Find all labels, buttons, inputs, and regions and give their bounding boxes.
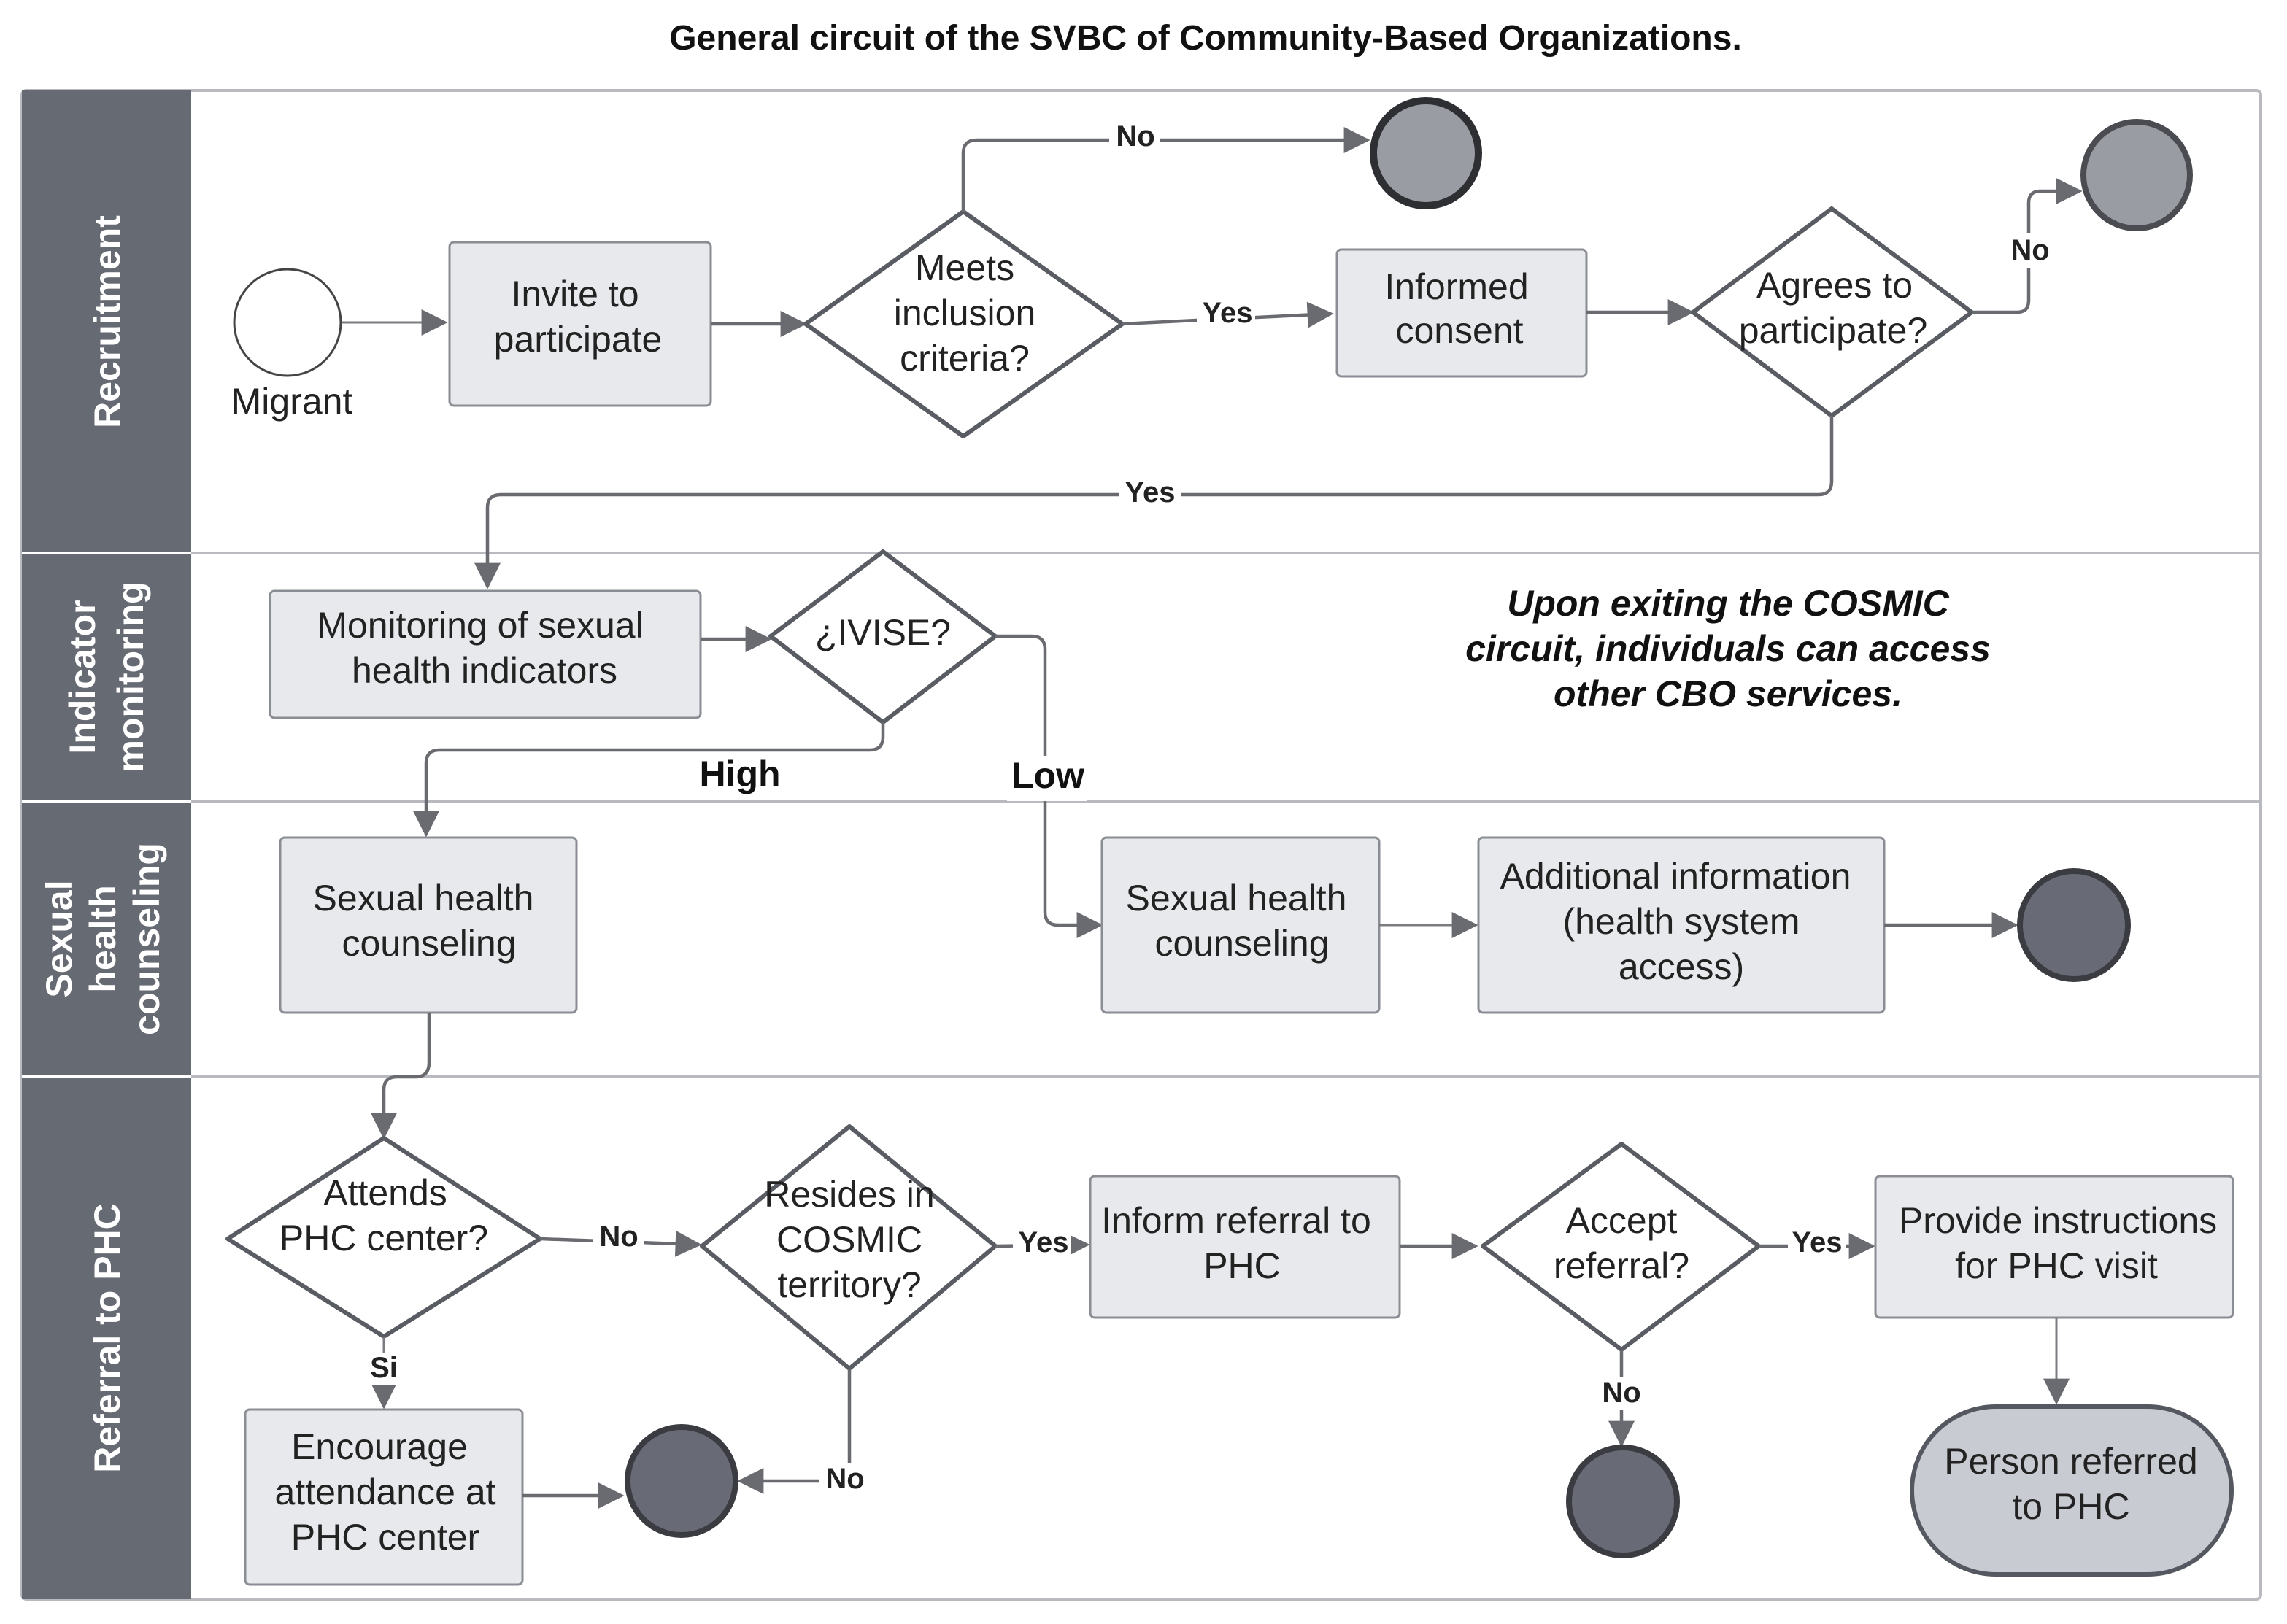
end-node: [1566, 1445, 1680, 1558]
person-referred-text-2: to PHC: [2012, 1486, 2129, 1527]
monitoring-box: [269, 589, 702, 719]
note-text-2: circuit, individuals can access: [1465, 628, 1991, 669]
label-bg: [819, 1463, 870, 1496]
agrees-text-1: Agrees to: [1756, 265, 1913, 306]
edge-label-no: No: [825, 1463, 864, 1495]
attends-text-2: PHC center?: [279, 1218, 488, 1258]
label-bg: [1013, 1229, 1071, 1261]
agrees-text-2: participate?: [1739, 310, 1928, 351]
person-referred-text-1: Person referred: [1944, 1441, 2197, 1482]
edge-label-yes: Yes: [1792, 1226, 1843, 1258]
invite-text-1: Invite to: [511, 274, 639, 314]
meets-criteria-diamond: [803, 209, 1125, 438]
counseling-low-text-1: Sexual health: [1125, 878, 1346, 919]
person-referred-terminal: [1910, 1404, 2234, 1577]
encourage-text-3: PHC center: [291, 1517, 479, 1558]
inform-text-2: PHC: [1203, 1245, 1281, 1286]
start-label: Migrant: [231, 381, 353, 422]
label-bg: [593, 1221, 644, 1253]
edge-label-yes: Yes: [1125, 476, 1176, 509]
consent-text-1: Informed: [1384, 266, 1528, 307]
label-bg: [1109, 123, 1160, 155]
lane-label-recruitment: Recruitment: [87, 215, 128, 428]
label-bg: [1595, 1377, 1648, 1410]
resides-text-1: Resides in: [764, 1174, 934, 1215]
instructions-box: [1874, 1175, 2234, 1319]
label-bg: [365, 1353, 406, 1385]
lane-header-indicator: [22, 553, 191, 801]
counseling-low-text-2: counseling: [1154, 923, 1329, 964]
end-node: [2017, 868, 2131, 982]
meets-text-2: inclusion: [894, 293, 1036, 333]
lane-label-counseling-1: Sexual: [39, 880, 80, 997]
attends-text-1: Attends: [323, 1172, 447, 1213]
edge-label-no: No: [1602, 1377, 1640, 1409]
lane-header-recruitment: [22, 90, 191, 553]
inform-text-1: Inform referral to: [1101, 1200, 1371, 1241]
edge-label-yes: Yes: [1203, 297, 1253, 329]
start-node: [233, 268, 342, 377]
end-node: [625, 1424, 738, 1538]
edge: [413, 722, 885, 838]
meets-text-1: Meets: [915, 247, 1014, 288]
label-bg: [1197, 298, 1255, 330]
instructions-text-2: for PHC visit: [1955, 1245, 2158, 1286]
label-bg: [2004, 233, 2055, 268]
note-text-1: Upon exiting the COSMIC: [1507, 583, 1949, 624]
edge-label-yes: Yes: [1019, 1226, 1069, 1258]
instructions-text-1: Provide instructions: [1899, 1200, 2217, 1241]
accept-text-1: Accept: [1566, 1200, 1678, 1241]
lane-label-indicator-1: Indicator: [62, 600, 103, 754]
counseling-high-text-2: counseling: [342, 923, 516, 964]
lane-label-referral: Referral to PHC: [87, 1203, 128, 1473]
edge-label-high: High: [699, 754, 780, 794]
meets-text-3: criteria?: [900, 338, 1030, 379]
lane-label-counseling-3: counseling: [126, 843, 167, 1035]
lane-header-counseling: [22, 801, 191, 1077]
invite-text-2: participate: [494, 319, 663, 360]
edge: [371, 1013, 431, 1140]
lane-label-counseling-2: health: [82, 885, 123, 992]
label-bg: [1007, 756, 1087, 801]
edge: [961, 127, 1370, 212]
resides-text-2: COSMIC: [776, 1219, 922, 1260]
monitoring-text-2: health indicators: [352, 650, 617, 691]
encourage-text-1: Encourage: [291, 1426, 468, 1467]
additional-info-text-3: access): [1619, 946, 1744, 987]
label-bg: [1788, 1229, 1846, 1261]
edge-label-no: No: [2010, 234, 2049, 266]
edge-label-no: No: [599, 1221, 638, 1253]
counseling-high-text-1: Sexual health: [312, 878, 533, 919]
lane-label-indicator-2: monitoring: [110, 581, 151, 772]
diagram-title: General circuit of the SVBC of Community…: [669, 19, 1742, 58]
note-text-3: other CBO services.: [1554, 673, 1902, 714]
resides-text-3: territory?: [777, 1264, 921, 1305]
accept-text-2: referral?: [1554, 1245, 1689, 1286]
ivise-text: ¿IVISE?: [815, 612, 951, 653]
edge-label-low: Low: [1011, 755, 1084, 796]
additional-info-text-2: (health system: [1562, 901, 1800, 942]
end-node: [1370, 97, 1482, 209]
monitoring-text-1: Monitoring of sexual: [317, 605, 643, 646]
label-bg: [1119, 477, 1181, 511]
encourage-text-2: attendance at: [274, 1472, 495, 1512]
end-node: [2080, 119, 2193, 231]
additional-info-text-1: Additional information: [1500, 856, 1851, 897]
edge-label-si: Si: [370, 1352, 398, 1384]
lane-header-referral: [22, 1077, 191, 1599]
consent-text-2: consent: [1395, 310, 1523, 351]
edge-label-no: No: [1116, 120, 1154, 152]
